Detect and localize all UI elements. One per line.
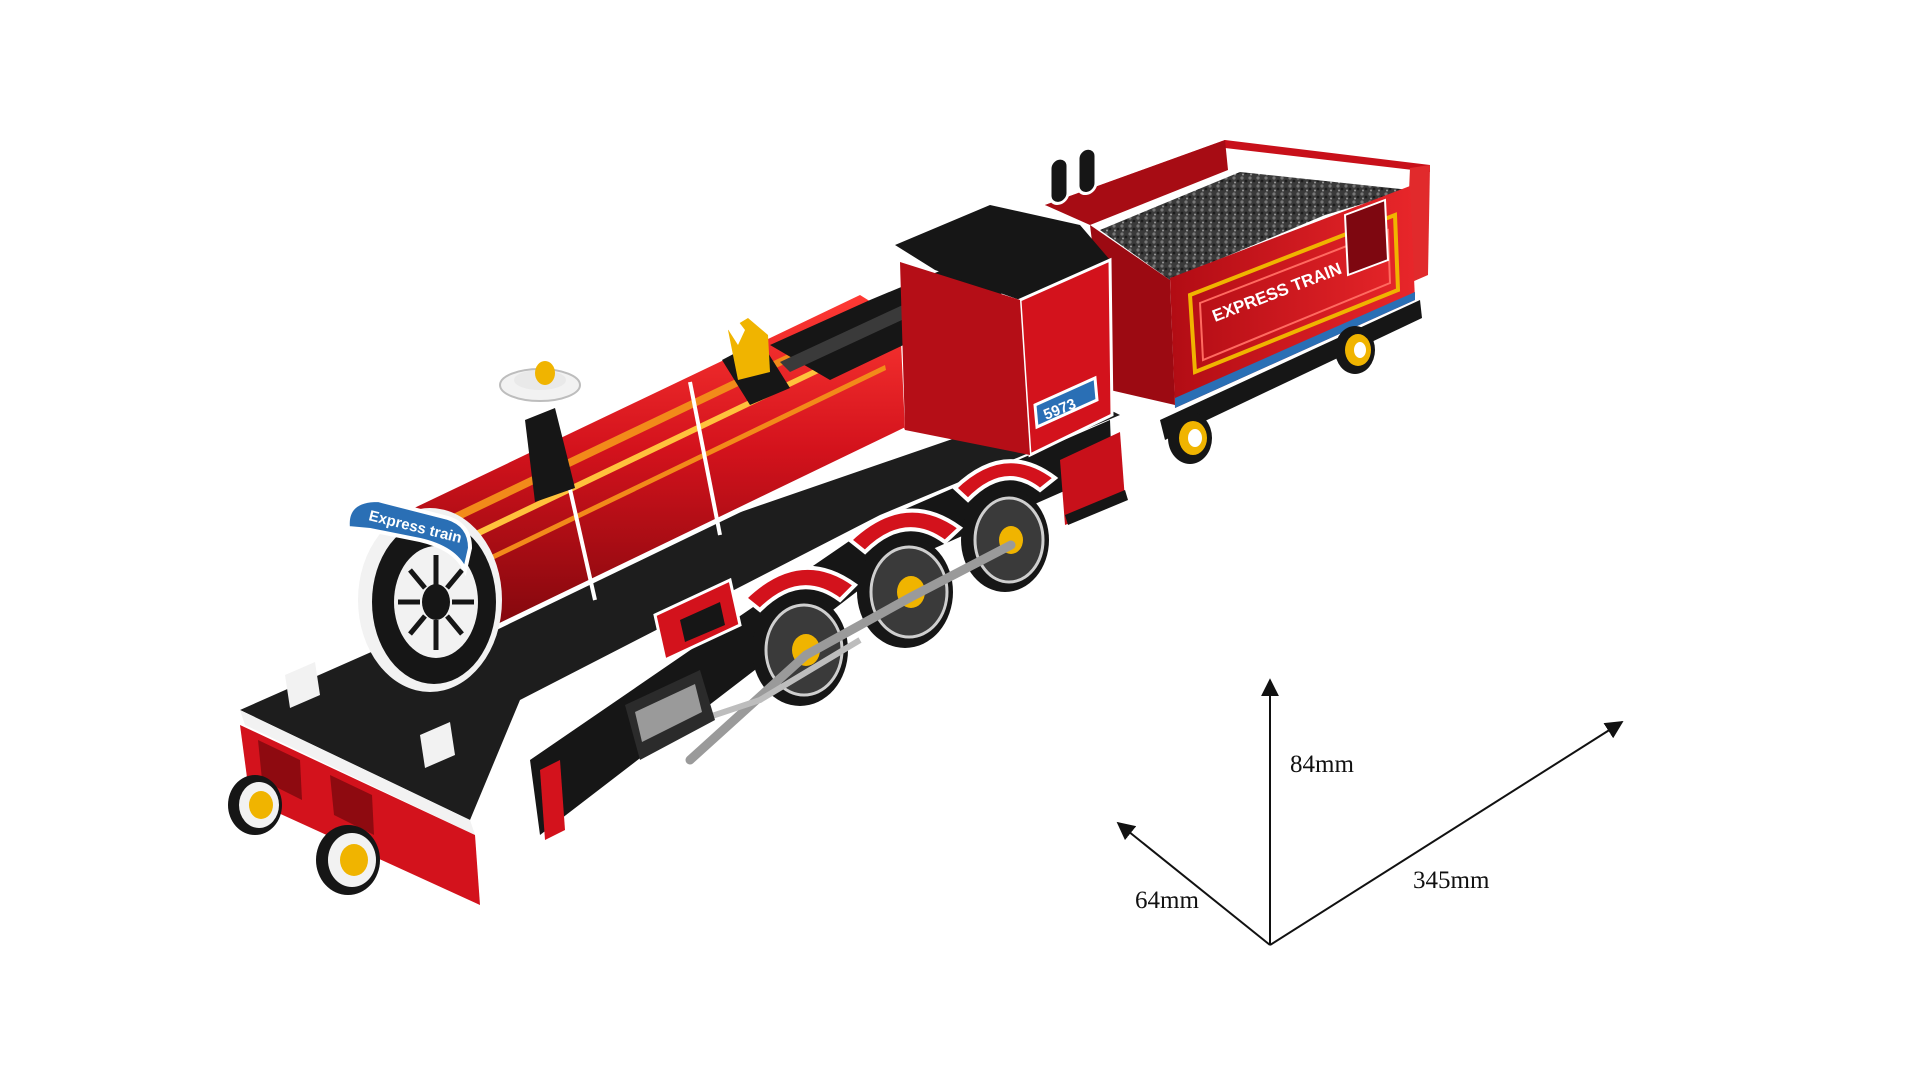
tender-blue-stripe <box>1175 292 1415 408</box>
tender: EXPRESS TRAIN <box>1045 140 1430 464</box>
side-step-box-slot <box>680 602 725 642</box>
depth-label: 64mm <box>1135 887 1199 914</box>
front-bogie-wheel-right <box>316 825 380 895</box>
tender-side-cutout <box>1343 198 1390 277</box>
locomotive: Express train <box>228 146 1128 905</box>
front-step-right <box>420 722 455 768</box>
smokebox-door-spokes <box>398 555 474 650</box>
tender-top-rim <box>1045 140 1430 210</box>
chimney <box>499 361 581 502</box>
valence-red-panel <box>540 760 565 840</box>
cylinder-detail <box>635 684 702 742</box>
steam-dome <box>722 313 790 405</box>
cab-step-edge <box>1065 490 1128 525</box>
boiler-stripe-orange-2 <box>450 365 886 580</box>
splasher-1 <box>741 565 859 613</box>
tender-inner-lining <box>1198 228 1392 362</box>
cab-roof <box>895 205 1110 300</box>
driving-wheel-3 <box>961 488 1049 592</box>
cab-window-right <box>1076 146 1098 195</box>
tender-wheel-front <box>1335 326 1375 374</box>
tender-lining <box>1187 212 1401 375</box>
buffer-beam-panel-left <box>258 740 302 800</box>
boiler-band-2 <box>688 381 722 536</box>
length-label: 345mm <box>1413 867 1490 894</box>
footplate-edge-trim <box>240 710 475 835</box>
front-step-left <box>285 662 320 708</box>
cab-front <box>900 262 1030 455</box>
tender-coal-load <box>1100 172 1410 280</box>
splasher-2 <box>846 508 964 555</box>
boiler-bottom-trim <box>468 427 907 643</box>
driving-wheel-2 <box>857 536 953 648</box>
splasher-3 <box>952 459 1059 503</box>
coupling-rod <box>685 540 1016 765</box>
tender-back-wall <box>1045 140 1228 225</box>
dimension-diagram: 84mm 64mm 345mm <box>1116 678 1624 946</box>
cab-window-left <box>1048 156 1070 205</box>
front-bogie-wheel-left <box>228 775 282 835</box>
chimney-lamp-icon <box>535 361 555 385</box>
tender-wheel-rear <box>1168 412 1212 464</box>
smokebox-name-plate: Express train <box>345 497 473 577</box>
cab: 5973 <box>895 146 1128 525</box>
buffer-beam-panel-right <box>330 775 374 835</box>
depth-arrow <box>1116 821 1271 946</box>
height-label: 84mm <box>1290 751 1354 778</box>
length-arrow <box>1269 721 1624 946</box>
